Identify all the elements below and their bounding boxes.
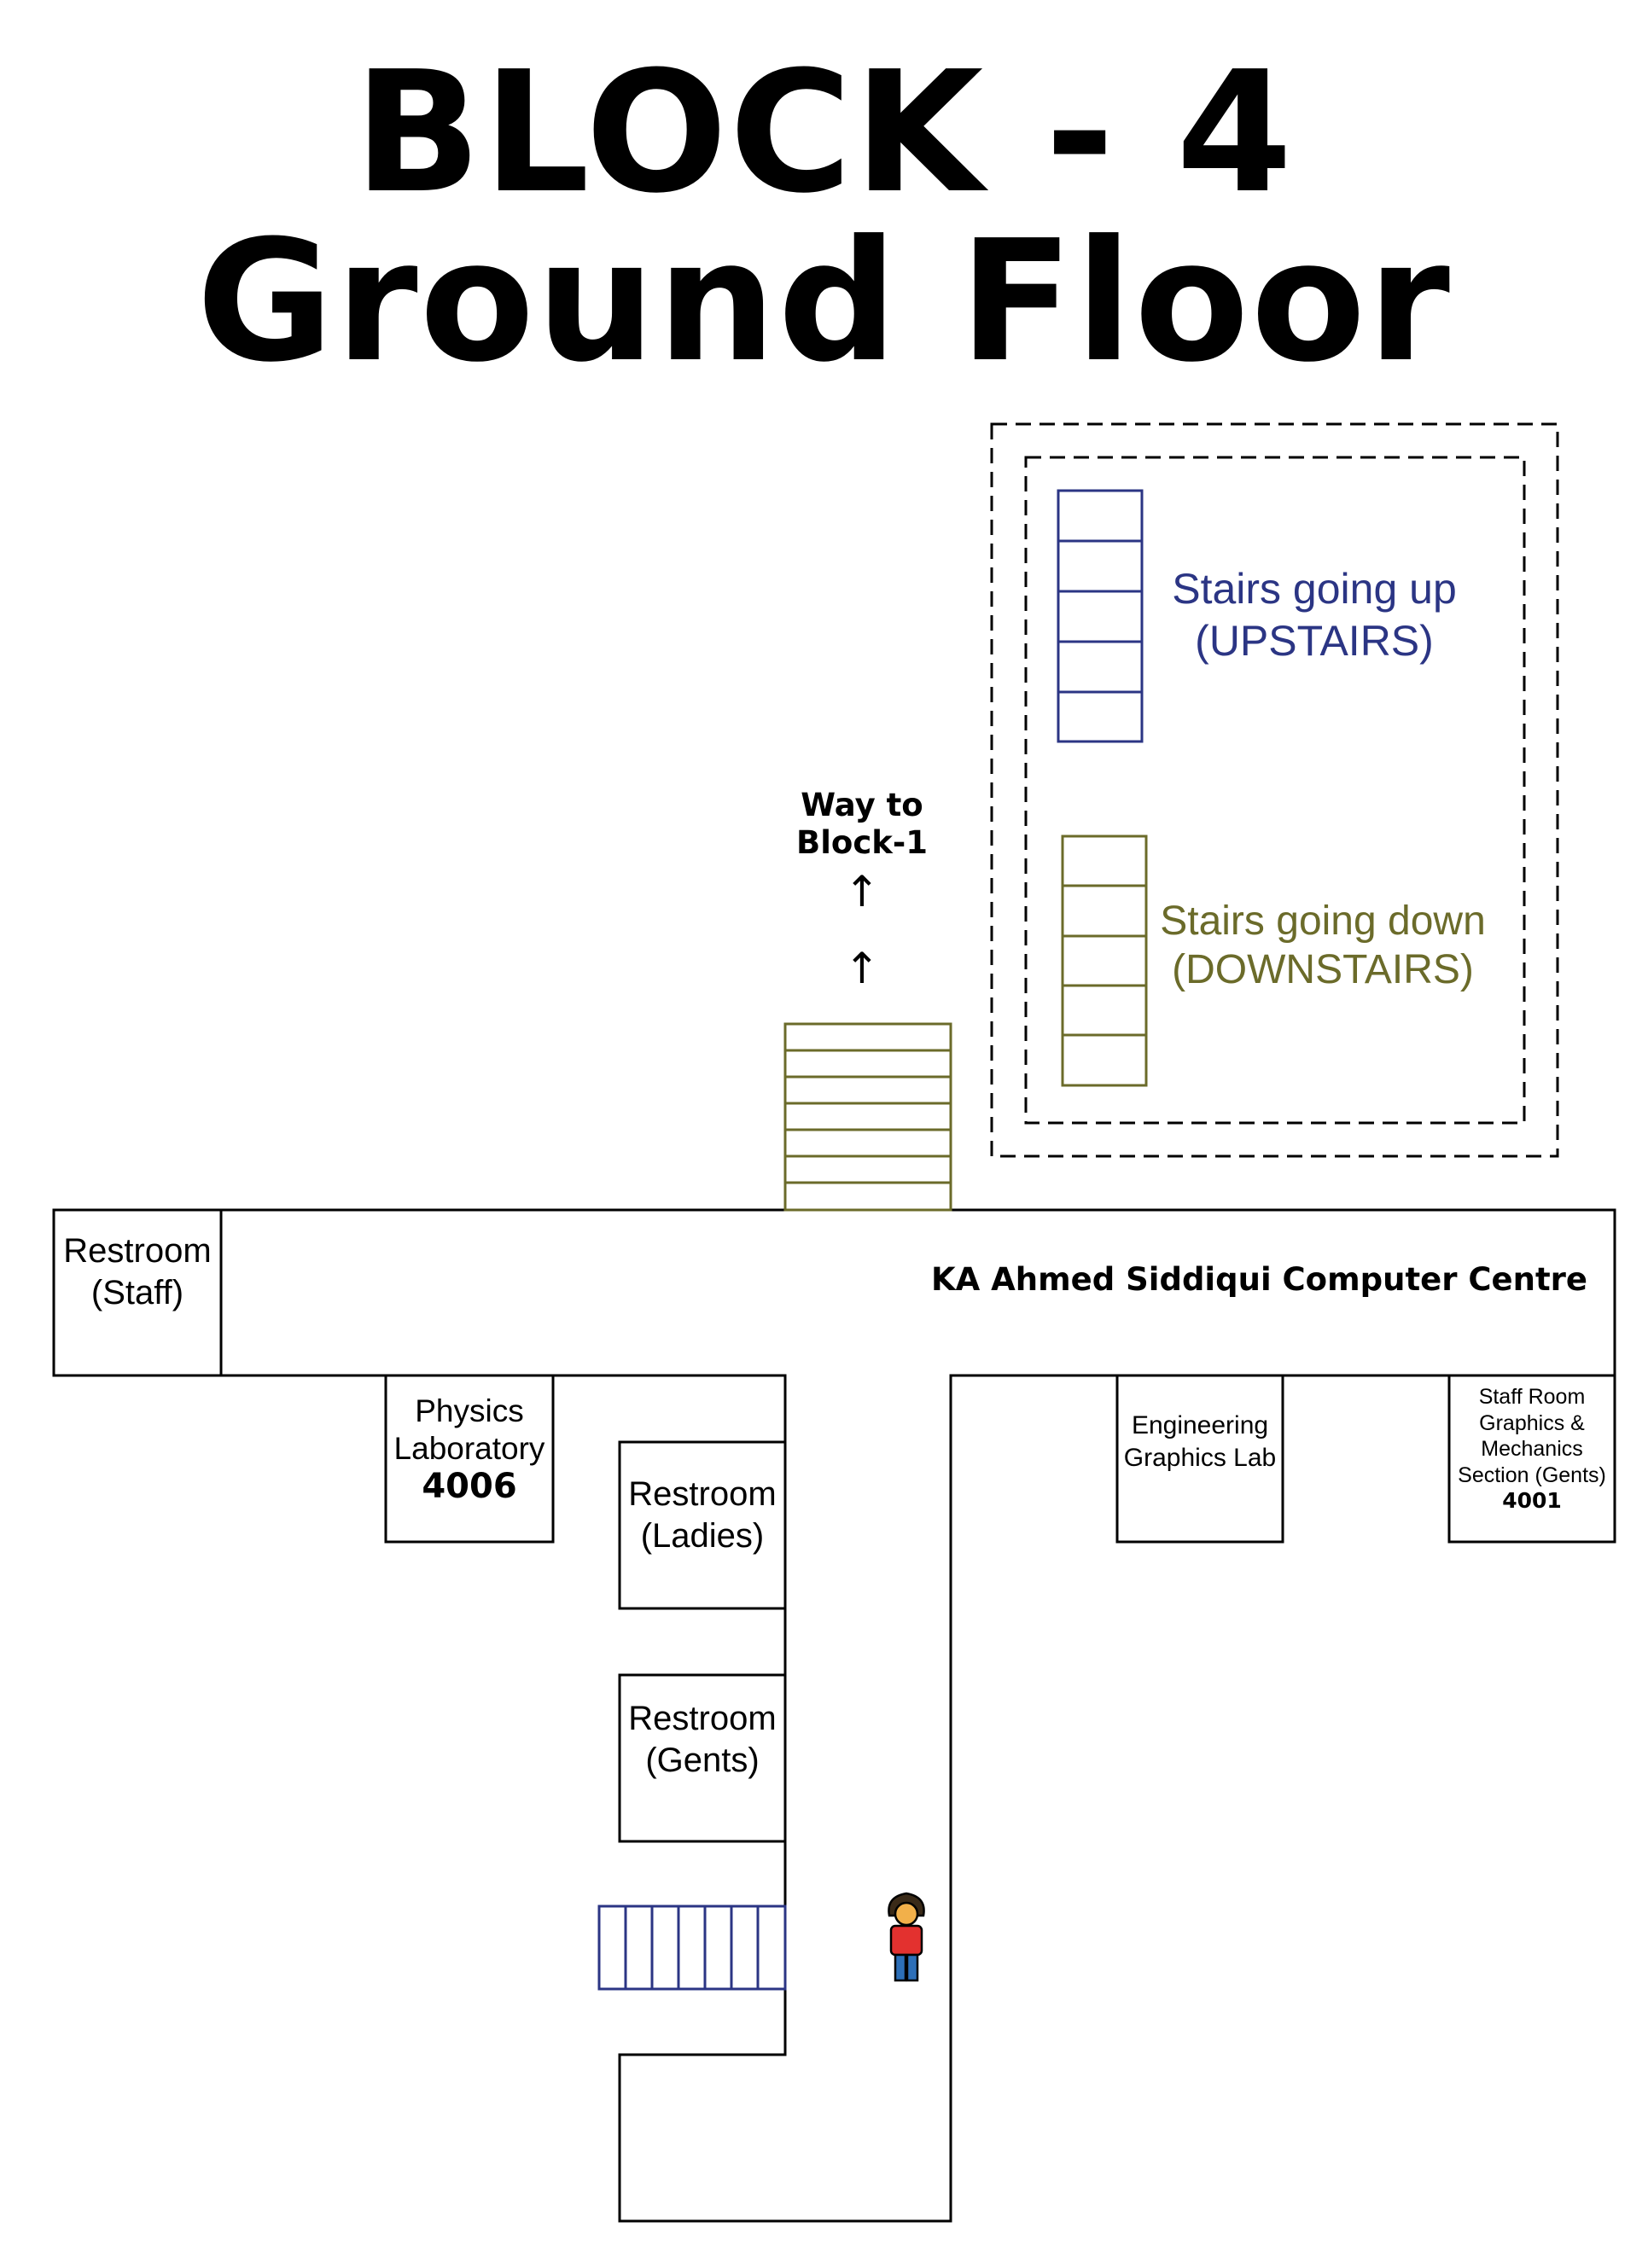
staff-room-line2: Graphics & — [1479, 1410, 1585, 1435]
legend-upstairs-line1: Stairs going up — [1172, 565, 1457, 613]
engineering-graphics-line1: Engineering — [1131, 1411, 1269, 1439]
restroom-gents-label: Restroom (Gents) — [620, 1698, 785, 1782]
restroom-staff-line1: Restroom — [63, 1232, 212, 1270]
way-to-block1-label[interactable]: Way to Block-1 — [777, 787, 947, 863]
stairs-area-inner-boundary — [1024, 456, 1526, 1125]
legend-upstairs-line2: (UPSTAIRS) — [1195, 617, 1434, 665]
corridor-outline — [52, 1208, 1616, 2223]
physics-lab-line2: Laboratory — [393, 1430, 545, 1466]
staff-room-4001[interactable] — [1447, 1374, 1616, 1544]
restroom-gents-room[interactable] — [618, 1673, 787, 1843]
physics-lab-label: Physics Laboratory 4006 — [386, 1393, 553, 1508]
restroom-ladies-label: Restroom (Ladies) — [620, 1474, 785, 1557]
physics-laboratory-room[interactable] — [384, 1374, 555, 1544]
person-icon — [888, 1892, 925, 1982]
stairs-down-to-block1[interactable] — [783, 1022, 952, 1212]
arrow-up-icon: ↑ — [844, 867, 880, 916]
legend-downstairs-line1: Stairs going down — [1160, 898, 1486, 944]
way-to-block1-line2: Block-1 — [796, 824, 928, 862]
restroom-ladies-room[interactable] — [618, 1440, 787, 1610]
legend-downstairs-stairs-icon — [1061, 835, 1148, 1087]
arrow-up-icon: ↑ — [844, 944, 880, 993]
page-title-line2: Ground Floor — [196, 205, 1452, 399]
staff-room-line4: Section (Gents) — [1458, 1463, 1606, 1487]
staff-room-line1: Staff Room — [1478, 1385, 1586, 1409]
restroom-staff-line2: (Staff) — [90, 1273, 184, 1311]
engineering-graphics-label: Engineering Graphics Lab — [1117, 1410, 1283, 1474]
physics-lab-number: 4006 — [422, 1467, 517, 1507]
engineering-graphics-lab-room[interactable] — [1115, 1374, 1284, 1544]
restroom-gents-line2: (Gents) — [645, 1741, 760, 1779]
legend-downstairs-line2: (DOWNSTAIRS) — [1172, 946, 1474, 992]
engineering-graphics-line2: Graphics Lab — [1123, 1443, 1277, 1472]
legend-downstairs-label: Stairs going down (DOWNSTAIRS) — [1156, 898, 1489, 994]
way-to-block1-line1: Way to — [801, 787, 923, 823]
stairs-area-outer-boundary — [990, 422, 1559, 1158]
restroom-staff-room[interactable] — [52, 1208, 223, 1377]
staff-room-line3: Mechanics — [1481, 1437, 1583, 1461]
legend-upstairs-stairs-icon — [1057, 489, 1144, 743]
stairs-up-corridor[interactable] — [597, 1905, 787, 1991]
restroom-staff-label: Restroom (Staff) — [54, 1230, 221, 1314]
physics-lab-line1: Physics — [415, 1393, 524, 1428]
page-title-line1: BLOCK - 4 — [353, 36, 1295, 230]
restroom-ladies-line1: Restroom — [628, 1475, 777, 1513]
computer-centre-label[interactable]: KA Ahmed Siddiqui Computer Centre — [930, 1261, 1587, 1298]
restroom-ladies-line2: (Ladies) — [640, 1516, 765, 1555]
staff-room-number: 4001 — [1502, 1488, 1562, 1513]
restroom-gents-line1: Restroom — [628, 1700, 777, 1737]
staff-room-label: Staff Room Graphics & Mechanics Section … — [1449, 1384, 1615, 1515]
legend-upstairs-label: Stairs going up (UPSTAIRS) — [1161, 563, 1468, 667]
